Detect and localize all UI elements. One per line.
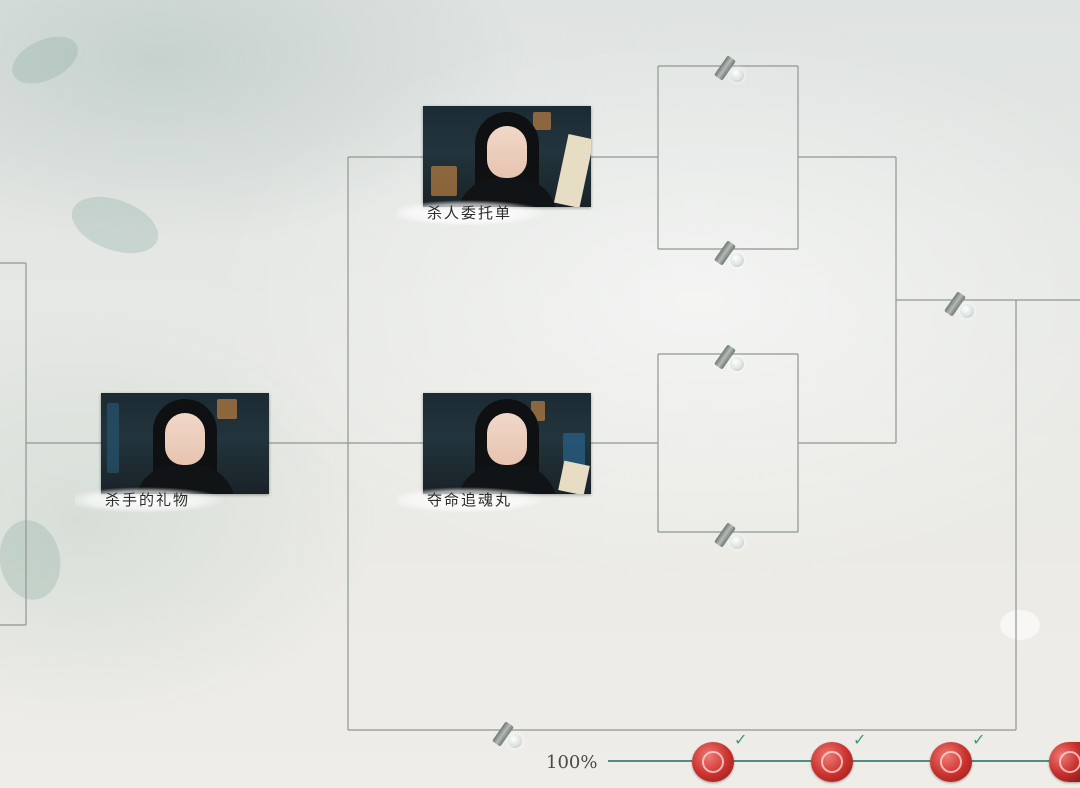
locked-node-lock-icon[interactable] xyxy=(712,337,752,377)
character-portrait xyxy=(423,106,591,207)
reward-gem-icon[interactable] xyxy=(811,742,853,782)
locked-node-lock-icon[interactable] xyxy=(490,714,530,754)
progress-percentage: 100% xyxy=(546,752,598,773)
reward-gem-icon[interactable] xyxy=(1049,742,1080,782)
node-label: 杀手的礼物 xyxy=(75,487,225,513)
node-label: 夺命追魂丸 xyxy=(397,487,547,513)
character-portrait xyxy=(423,393,591,494)
character-portrait xyxy=(101,393,269,494)
reward-gem-icon[interactable] xyxy=(930,742,972,782)
claimed-check-icon: ✓ xyxy=(853,730,867,749)
locked-node-lock-icon[interactable] xyxy=(712,48,752,88)
story-node-kill-commission[interactable]: 杀人委托单 xyxy=(397,106,591,226)
story-node-soul-pill[interactable]: 夺命追魂丸 xyxy=(397,393,591,513)
decor-leaf xyxy=(1000,610,1040,640)
locked-node-lock-icon[interactable] xyxy=(942,284,982,324)
claimed-check-icon: ✓ xyxy=(972,730,986,749)
claimed-check-icon: ✓ xyxy=(734,730,748,749)
locked-node-lock-icon[interactable] xyxy=(712,233,752,273)
story-node-assassin-gift[interactable]: 杀手的礼物 xyxy=(75,393,269,513)
reward-gem-icon[interactable] xyxy=(692,742,734,782)
locked-node-lock-icon[interactable] xyxy=(712,515,752,555)
node-label: 杀人委托单 xyxy=(397,200,547,226)
